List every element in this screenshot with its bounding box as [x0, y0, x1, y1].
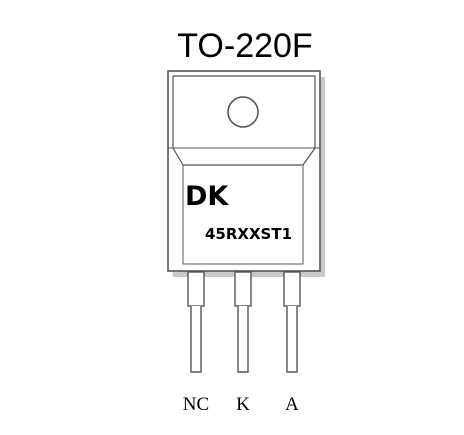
pin-1-lead	[187, 271, 205, 373]
package-title: TO-220F	[177, 27, 312, 65]
mounting-hole	[227, 96, 259, 128]
pin-2-lead	[234, 271, 252, 373]
package-lower-frame	[182, 165, 304, 265]
pin-3-lead	[283, 271, 301, 373]
pin-3-label: A	[285, 394, 299, 415]
package-tab-bevel	[173, 75, 316, 166]
pin-1-label: NC	[183, 394, 209, 415]
package-body	[167, 70, 321, 272]
part-number-marking: 45RXXST1	[205, 225, 292, 243]
brand-marking: DK	[185, 181, 229, 212]
pin-2-label: K	[236, 394, 250, 415]
